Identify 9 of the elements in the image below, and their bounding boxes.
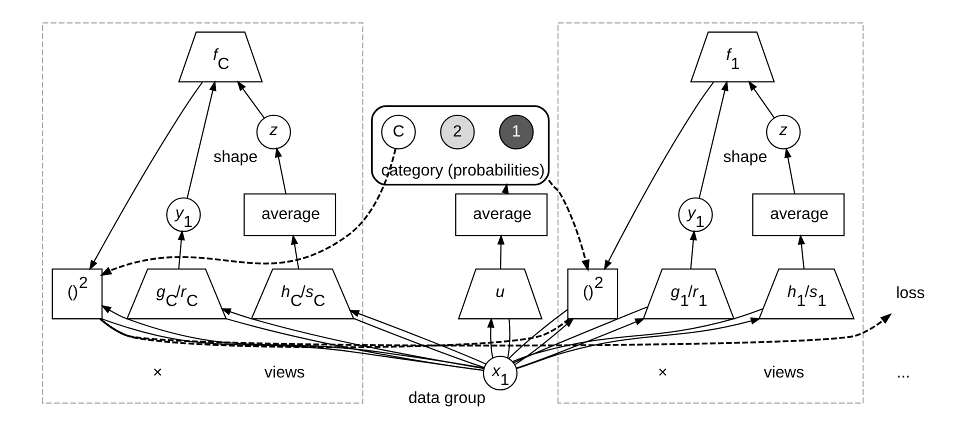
label: ×: [657, 362, 667, 381]
label: ...: [896, 362, 910, 381]
label: ×: [152, 362, 162, 381]
node-label: data group: [408, 388, 486, 406]
label: views: [264, 362, 304, 381]
label: views: [763, 362, 804, 381]
node-label: shape: [213, 147, 258, 166]
node-text: loss: [896, 284, 924, 302]
node-label: shape: [722, 147, 767, 166]
